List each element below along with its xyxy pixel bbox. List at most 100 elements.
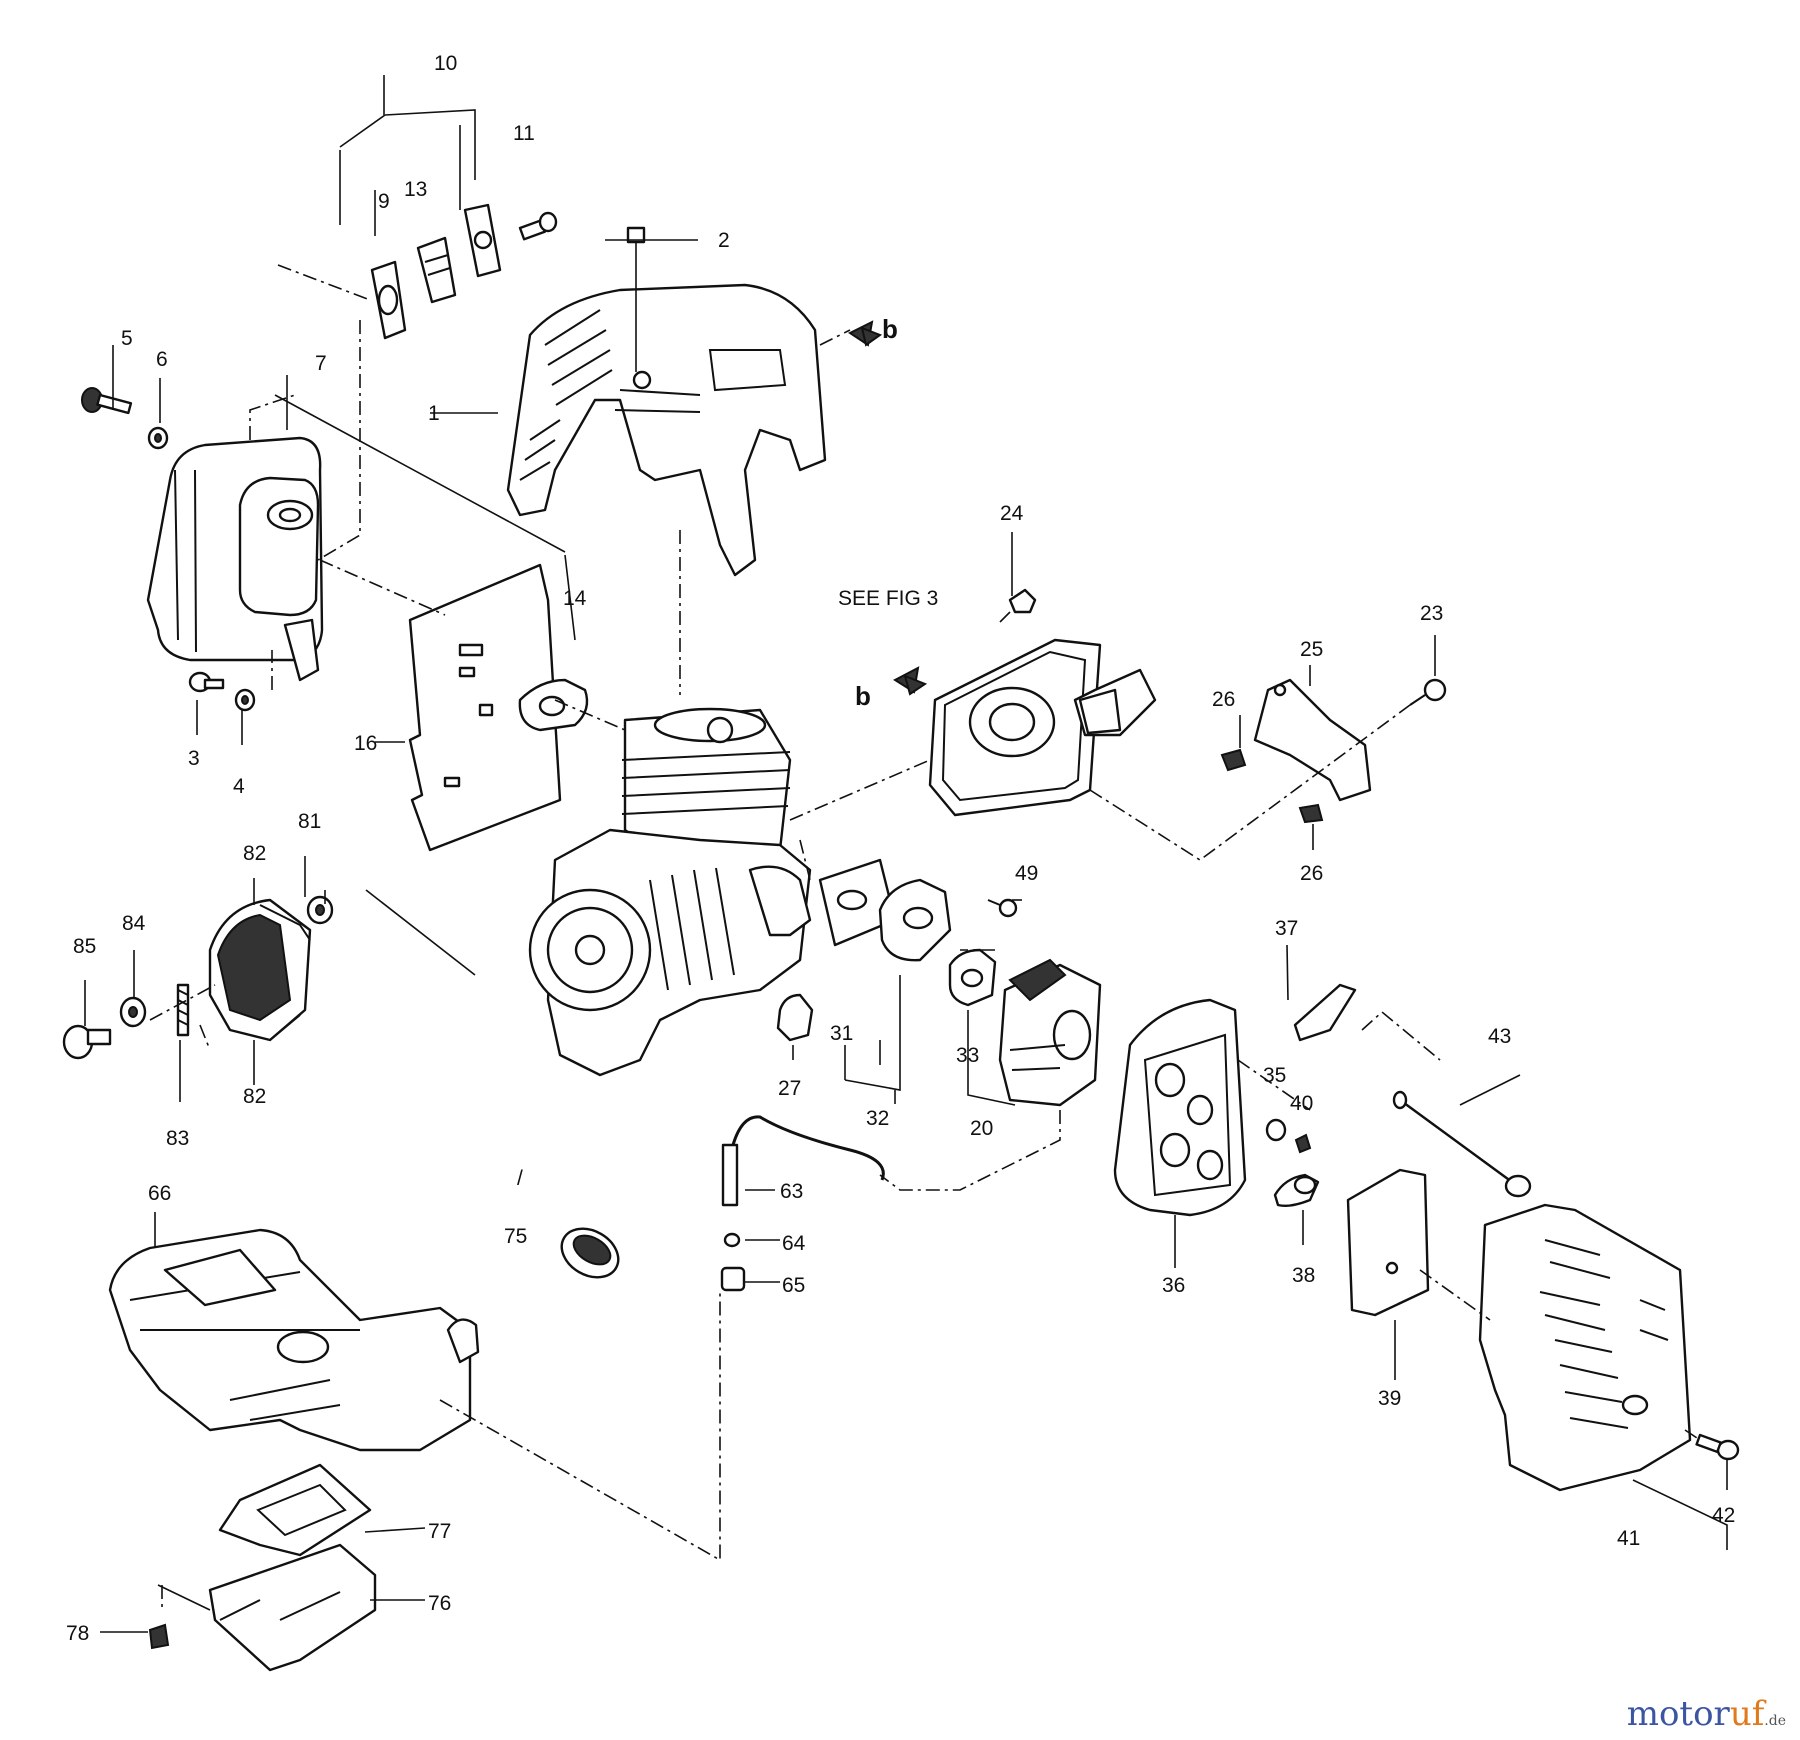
plate-77 (218, 1463, 372, 1557)
label-75: 75 (504, 1225, 527, 1248)
label-49: 49 (1015, 862, 1038, 885)
fuel-tank-66 (108, 1228, 480, 1452)
heat-shield-16 (408, 563, 562, 852)
screw-11 (518, 211, 558, 241)
label-41: 41 (1617, 1527, 1640, 1550)
screw-23 (1409, 678, 1447, 706)
screw-49 (987, 898, 1018, 918)
label-85: 85 (73, 935, 96, 958)
spring-83 (176, 983, 190, 1037)
label-35: 35 (1263, 1064, 1286, 1087)
label-63: 63 (780, 1180, 803, 1203)
recoil-starter (928, 638, 1157, 817)
label-14: 14 (563, 587, 587, 610)
washer-81 (306, 895, 334, 925)
carburetor-20 (998, 958, 1102, 1107)
watermark: motoruf.de (1627, 1694, 1786, 1734)
label-16: 16 (354, 732, 377, 755)
label-43: 43 (1488, 1025, 1511, 1048)
gasket-33 (948, 948, 997, 1007)
label-27: 27 (778, 1077, 801, 1100)
label-84: 84 (122, 912, 146, 935)
label-11: 11 (513, 122, 535, 145)
label-42: 42 (1712, 1504, 1735, 1527)
label-26-upper: 26 (1212, 688, 1235, 711)
label-76: 76 (428, 1592, 451, 1615)
grommet-64 (723, 1232, 741, 1248)
label-65: 65 (782, 1274, 805, 1297)
bracket-10 (463, 203, 502, 278)
arrow-b-top (848, 320, 883, 347)
part-labels: 10 11 9 13 2 b 5 6 7 1 24 SEE FIG 3 14 2… (66, 52, 1735, 1645)
label-3: 3 (188, 747, 200, 770)
air-filter-base-36 (1113, 998, 1247, 1217)
engine-shroud (506, 283, 827, 577)
label-24: 24 (1000, 502, 1024, 525)
watermark-suffix: .de (1764, 1713, 1786, 1729)
label-see-fig-3: SEE FIG 3 (838, 587, 938, 610)
label-23: 23 (1420, 602, 1443, 625)
fuel-line-63 (721, 1115, 885, 1207)
label-32: 32 (866, 1107, 889, 1130)
label-31: 31 (830, 1022, 853, 1045)
bolt-3 (188, 671, 225, 693)
label-b-top: b (882, 314, 898, 344)
washer-84 (119, 996, 147, 1028)
cap-75 (560, 1227, 620, 1279)
label-39: 39 (1378, 1387, 1401, 1410)
bracket-25 (1253, 678, 1372, 802)
screw-40 (1294, 1133, 1312, 1154)
air-filter-cover-41 (1478, 1203, 1692, 1492)
label-66: 66 (148, 1182, 171, 1205)
nut-26-lower (1298, 803, 1324, 824)
guard-76 (208, 1543, 377, 1672)
label-5: 5 (121, 327, 133, 350)
label-tick: / (517, 1167, 523, 1190)
label-82-top: 82 (243, 842, 266, 865)
bolt-85 (62, 1024, 112, 1060)
washer-4 (234, 688, 256, 712)
screw-42 (1695, 1433, 1740, 1461)
gasket-9 (370, 260, 407, 340)
arrow-b-left (892, 666, 928, 696)
gasket-14 (518, 678, 589, 732)
label-38: 38 (1292, 1264, 1315, 1287)
screw-24 (999, 588, 1037, 623)
label-b-left: b (855, 681, 871, 711)
label-20: 20 (970, 1117, 993, 1140)
muffler (146, 436, 324, 682)
label-13: 13 (404, 178, 427, 201)
label-83: 83 (166, 1127, 189, 1150)
watermark-main: motor (1626, 1694, 1730, 1734)
label-33: 33 (956, 1044, 979, 1067)
label-40: 40 (1290, 1092, 1313, 1115)
watermark-accent: uf (1729, 1694, 1765, 1734)
engine-block (528, 707, 812, 1077)
label-6: 6 (156, 348, 168, 371)
filter-element-39 (1346, 1168, 1430, 1317)
fuel-filter-65 (720, 1266, 746, 1292)
screw-2 (626, 226, 646, 372)
label-77: 77 (428, 1520, 451, 1543)
clutch-82 (208, 898, 312, 1042)
screw-78 (148, 1623, 170, 1650)
nut-26-upper (1220, 748, 1247, 772)
label-25: 25 (1300, 638, 1323, 661)
label-81: 81 (298, 810, 321, 833)
plate-13 (416, 236, 457, 304)
label-82-bottom: 82 (243, 1085, 266, 1108)
insulator-32 (878, 878, 952, 962)
bolt-5 (81, 387, 133, 415)
alignment-lines (149, 264, 1701, 1610)
choke-38 (1273, 1173, 1320, 1208)
bracket-37 (1293, 983, 1357, 1042)
label-37: 37 (1275, 917, 1298, 940)
leader-lines (84, 75, 1728, 1633)
label-1: 1 (428, 402, 440, 425)
label-4: 4 (233, 775, 245, 798)
primer-27 (776, 993, 814, 1042)
nut-35 (1265, 1118, 1287, 1142)
label-64: 64 (782, 1232, 806, 1255)
label-26-lower: 26 (1300, 862, 1323, 885)
